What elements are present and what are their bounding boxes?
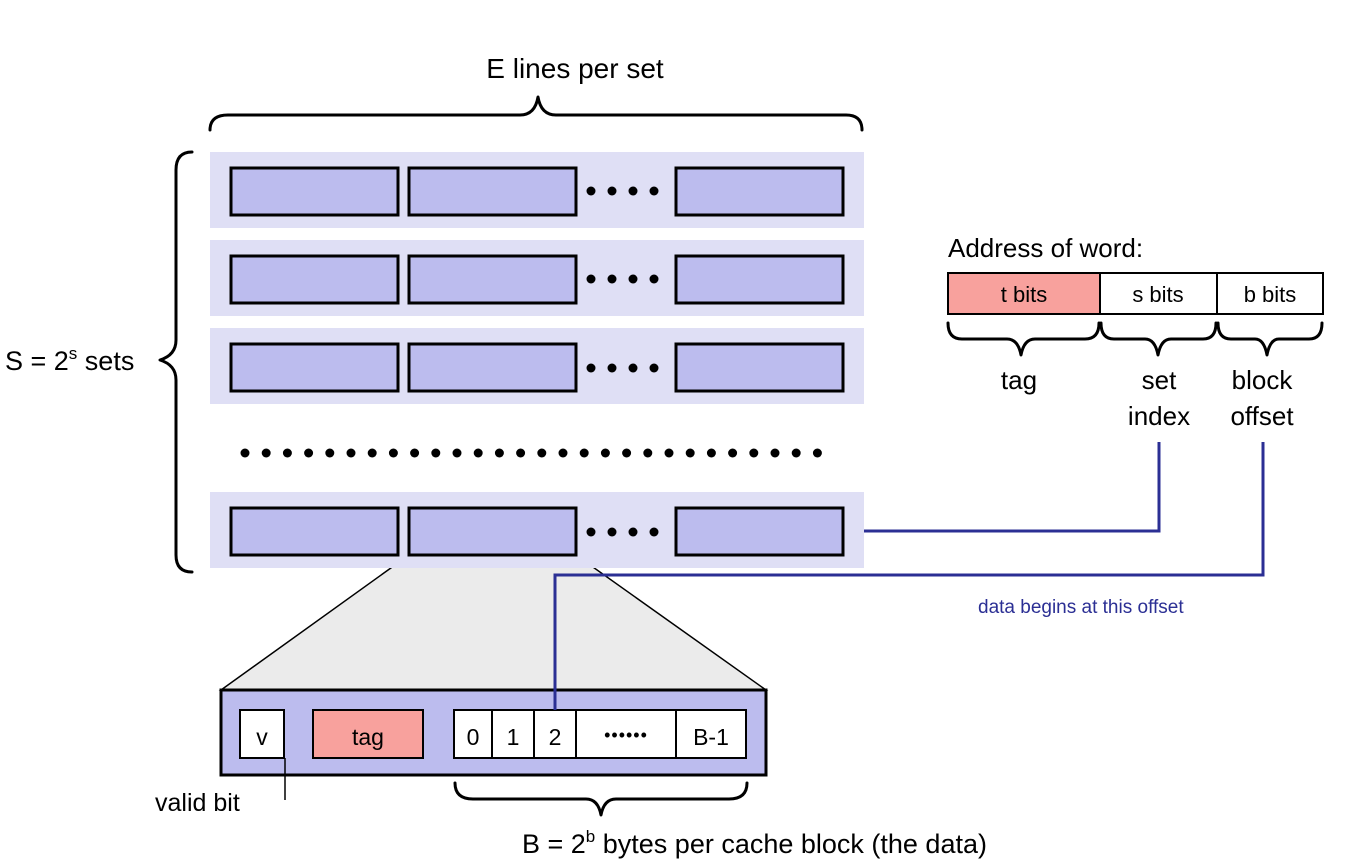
valid-bit-label: valid bit xyxy=(155,789,240,817)
more-sets-dot xyxy=(346,448,356,458)
s-sets-label: S = 2s sets xyxy=(5,344,134,376)
s-sets-brace xyxy=(158,150,194,574)
s-sets-sup: s xyxy=(69,344,78,363)
byte-cell-last xyxy=(675,709,747,759)
offset-brace-label-line1: block xyxy=(1232,365,1294,395)
block-offset-wire xyxy=(553,442,1265,710)
cache-line xyxy=(407,342,578,393)
cache-line xyxy=(674,254,845,305)
more-sets-dot xyxy=(728,448,738,458)
expanded-cache-line: v tag 0 1 2 •••••• B-1 xyxy=(219,688,768,777)
cache-line xyxy=(229,254,400,305)
byte-cell-0-text: 0 xyxy=(467,724,480,750)
tag-bits-brace xyxy=(946,321,1101,357)
more-sets-dot xyxy=(367,448,377,458)
cache-line xyxy=(229,342,400,393)
more-sets-dot xyxy=(685,448,695,458)
ellipsis-dots xyxy=(586,527,659,537)
set-brace-label-line1: set xyxy=(1142,365,1177,395)
b-bytes-prefix: B = 2 xyxy=(522,829,586,859)
more-sets-dot xyxy=(325,448,335,458)
ellipsis-dots xyxy=(586,363,659,373)
cache-line xyxy=(674,506,845,557)
more-sets-dot xyxy=(261,448,271,458)
byte-cell-last-text: B-1 xyxy=(693,724,729,750)
e-lines-brace xyxy=(208,95,864,132)
more-sets-dot xyxy=(304,448,314,458)
ellipsis-dots xyxy=(586,186,659,196)
byte-cell-0 xyxy=(453,709,493,759)
s-sets-suffix: sets xyxy=(77,346,134,376)
s-sets-prefix: S = 2 xyxy=(5,346,69,376)
address-field-offset-text: b bits xyxy=(1244,282,1297,307)
more-sets-dot xyxy=(558,448,568,458)
more-sets-dot xyxy=(282,448,292,458)
b-bytes-label: B = 2b bytes per cache block (the data) xyxy=(522,827,987,859)
more-sets-dot xyxy=(473,448,483,458)
address-title: Address of word: xyxy=(948,233,1143,263)
set-row xyxy=(210,152,864,228)
more-sets-dot xyxy=(664,448,674,458)
byte-cell-2-text: 2 xyxy=(549,724,562,750)
cache-line xyxy=(229,166,400,217)
more-sets-dot xyxy=(494,448,504,458)
address-field-set-text: s bits xyxy=(1132,282,1183,307)
tag-cell-text: tag xyxy=(352,724,384,750)
more-sets-dot xyxy=(431,448,441,458)
b-bytes-brace xyxy=(453,781,749,817)
address-field-offset xyxy=(1216,272,1324,315)
valid-bit-cell xyxy=(239,709,285,759)
b-bytes-suffix: bytes per cache block (the data) xyxy=(595,829,987,859)
more-sets-dot xyxy=(516,448,526,458)
byte-cell-1 xyxy=(491,709,535,759)
byte-cells-ellipsis-text: •••••• xyxy=(604,725,648,745)
more-sets-dot xyxy=(388,448,398,458)
cache-line-highlighted xyxy=(407,506,578,557)
address-fields: t bits s bits b bits xyxy=(947,272,1324,315)
ellipsis-dots xyxy=(586,274,659,284)
cache-line xyxy=(407,254,578,305)
more-sets-dot xyxy=(240,448,250,458)
set-index-wire xyxy=(864,442,1161,533)
valid-bit-text: v xyxy=(256,724,268,750)
more-sets-dot xyxy=(643,448,653,458)
tag-cell xyxy=(312,709,424,759)
more-sets-dot xyxy=(622,448,632,458)
more-sets-dot xyxy=(600,448,610,458)
e-lines-label: E lines per set xyxy=(486,53,664,84)
set-bits-brace xyxy=(1099,321,1218,357)
cache-line xyxy=(407,166,578,217)
more-sets-dot xyxy=(452,448,462,458)
more-sets-dot xyxy=(791,448,801,458)
more-sets-dot xyxy=(706,448,716,458)
more-sets-dot xyxy=(770,448,780,458)
more-sets-dot xyxy=(537,448,547,458)
set-brace-label-line2: index xyxy=(1128,401,1190,431)
cache-line xyxy=(674,342,845,393)
more-sets-dot xyxy=(410,448,420,458)
byte-cell-1-text: 1 xyxy=(507,724,520,750)
b-bytes-sup: b xyxy=(586,827,595,846)
more-sets-dots xyxy=(240,448,822,458)
set-row xyxy=(210,240,864,316)
set-row xyxy=(210,492,864,568)
set-row xyxy=(210,328,864,404)
more-sets-dot xyxy=(749,448,759,458)
more-sets-dot xyxy=(812,448,822,458)
address-field-tag xyxy=(947,272,1101,315)
offset-brace-label-line2: offset xyxy=(1230,401,1294,431)
data-offset-note: data begins at this offset xyxy=(978,597,1184,618)
more-sets-dot xyxy=(579,448,589,458)
cache-line xyxy=(229,506,400,557)
address-field-tag-text: t bits xyxy=(1001,282,1047,307)
offset-bits-brace xyxy=(1216,321,1324,357)
byte-cell-2 xyxy=(533,709,577,759)
cache-line xyxy=(674,166,845,217)
tag-brace-label: tag xyxy=(1001,365,1037,395)
